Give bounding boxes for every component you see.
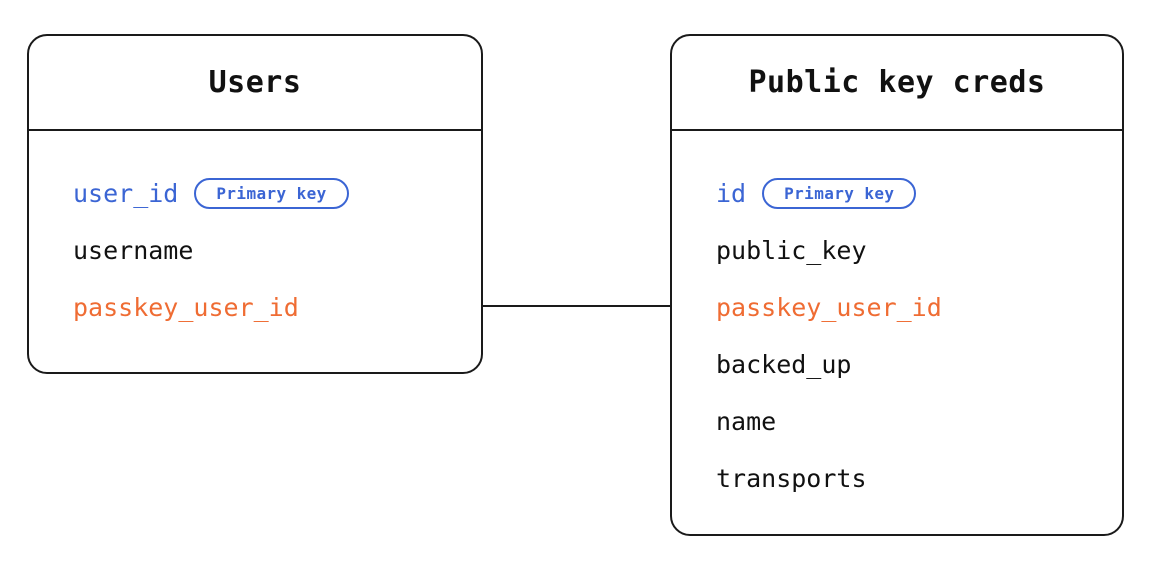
primary-key-badge-users: Primary key bbox=[194, 178, 349, 209]
field-row-transports[interactable]: transports bbox=[672, 450, 1122, 507]
field-name-transports: transports bbox=[716, 464, 867, 493]
field-row-id[interactable]: id Primary key bbox=[672, 165, 1122, 222]
field-name-creds-passkey-user-id: passkey_user_id bbox=[716, 293, 942, 322]
field-name-public-key: public_key bbox=[716, 236, 867, 265]
entity-public-key-creds-title: Public key creds bbox=[748, 65, 1046, 100]
field-name-username: username bbox=[73, 236, 194, 265]
entity-public-key-creds-header: Public key creds bbox=[672, 36, 1122, 131]
field-name-user-id: user_id bbox=[73, 179, 179, 208]
field-name-backed-up: backed_up bbox=[716, 350, 852, 379]
entity-users-title: Users bbox=[208, 65, 302, 100]
field-row-creds-passkey-user-id[interactable]: passkey_user_id bbox=[672, 279, 1122, 336]
field-row-user-id[interactable]: user_id Primary key bbox=[29, 165, 481, 222]
primary-key-badge-label: Primary key bbox=[784, 183, 895, 203]
entity-public-key-creds[interactable]: Public key creds id Primary key public_k… bbox=[670, 34, 1124, 536]
field-row-username[interactable]: username bbox=[29, 222, 481, 279]
field-row-name[interactable]: name bbox=[672, 393, 1122, 450]
relationship-connector-users-to-creds bbox=[481, 305, 672, 307]
field-row-public-key[interactable]: public_key bbox=[672, 222, 1122, 279]
entity-users[interactable]: Users user_id Primary key username passk… bbox=[27, 34, 483, 374]
entity-public-key-creds-field-list: id Primary key public_key passkey_user_i… bbox=[672, 131, 1122, 534]
entity-users-field-list: user_id Primary key username passkey_use… bbox=[29, 131, 481, 372]
field-name-id: id bbox=[716, 179, 747, 208]
field-row-backed-up[interactable]: backed_up bbox=[672, 336, 1122, 393]
primary-key-badge-creds: Primary key bbox=[762, 178, 917, 209]
field-name-users-passkey-user-id: passkey_user_id bbox=[73, 293, 299, 322]
entity-users-header: Users bbox=[29, 36, 481, 131]
field-row-users-passkey-user-id[interactable]: passkey_user_id bbox=[29, 279, 481, 336]
field-name-name: name bbox=[716, 407, 777, 436]
primary-key-badge-label: Primary key bbox=[216, 183, 327, 203]
